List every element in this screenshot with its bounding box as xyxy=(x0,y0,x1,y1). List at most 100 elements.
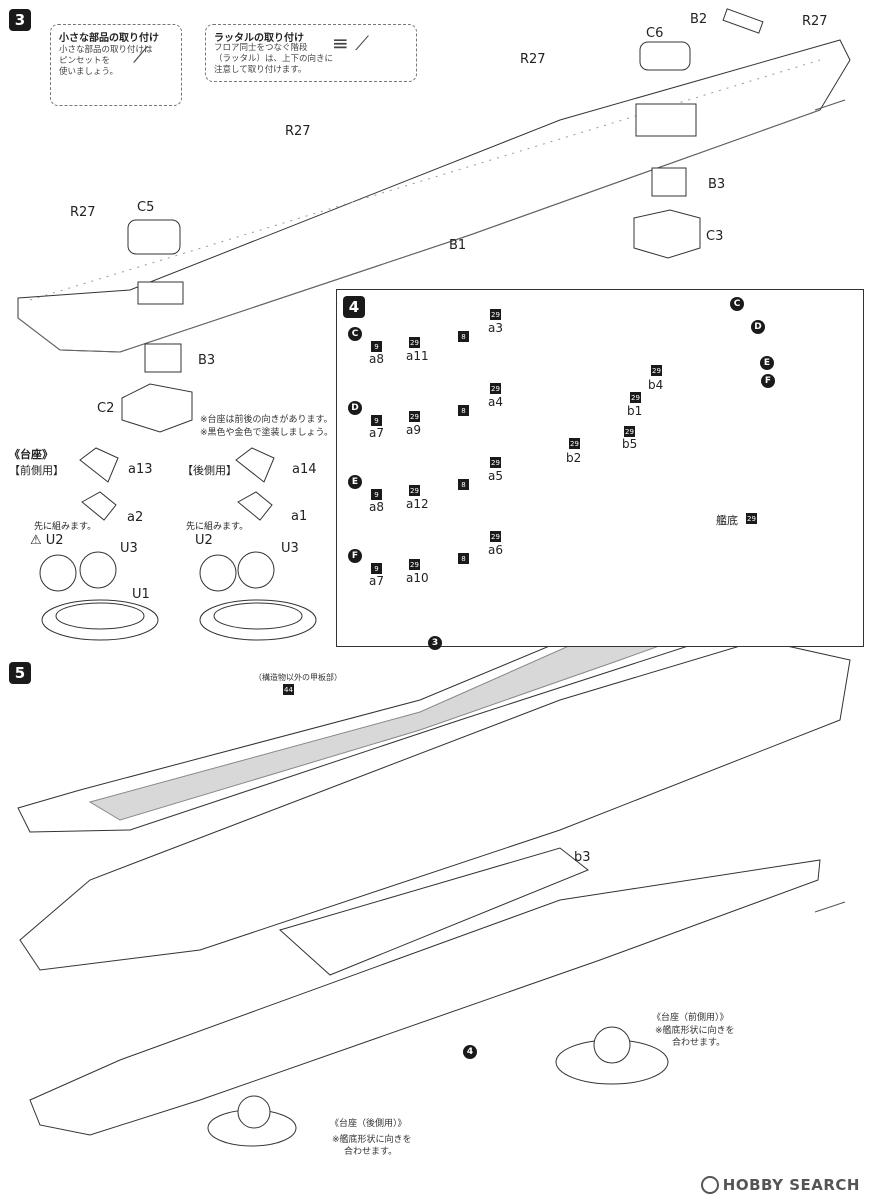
label-b1-step4: b1 xyxy=(627,404,643,418)
label-u1: U1 xyxy=(132,587,150,602)
front-stand-line1: ※艦底形状に向きを xyxy=(655,1026,735,1036)
part-b3-deck xyxy=(278,847,589,976)
label-r27-center: R27 xyxy=(285,124,311,139)
row-letter: E xyxy=(348,475,362,489)
row-chip-4: 29 xyxy=(490,457,501,468)
hull-lower xyxy=(29,859,821,1136)
label-a14: a14 xyxy=(292,462,317,477)
label-u2-rear: U2 xyxy=(195,533,213,548)
stand-note-line2: ※黒色や金色で塗装しましょう。 xyxy=(200,428,334,438)
part-b3-right xyxy=(651,167,687,197)
rear-stand-line2: 合わせます。 xyxy=(344,1147,398,1157)
rear-stand-line1: ※艦底形状に向きを xyxy=(332,1135,412,1145)
label-a1: a1 xyxy=(291,509,308,524)
tip-ladder-box: ラッタルの取り付け フロア同士をつなぐ階段 （ラッタル）は、上下の向きに 注意し… xyxy=(205,24,417,82)
color-chip-b1: 29 xyxy=(630,392,641,403)
stands-heading: 《台座》 xyxy=(9,448,53,461)
tip-small-parts-line1: 小さな部品の取り付けは xyxy=(59,45,153,55)
row-part-3: a3 xyxy=(488,321,503,335)
warning-icon: ⚠ xyxy=(30,533,42,548)
footer-brand: HOBBY SEARCH xyxy=(700,1175,860,1194)
tweezers-icon: ⟋ xyxy=(133,43,149,68)
part-c3 xyxy=(633,209,701,259)
label-r27-top-right: R27 xyxy=(802,14,828,29)
row-chip-3: 8 xyxy=(458,331,469,342)
part-c5 xyxy=(127,219,181,255)
stand-rear-title: 【後側用】 xyxy=(182,464,237,477)
stand-rear-pre-assemble: 先に組みます。 xyxy=(186,522,249,532)
row-part-3: a4 xyxy=(488,395,503,409)
label-u3-front: U3 xyxy=(120,541,138,556)
label-b3-step5: b3 xyxy=(574,850,591,865)
row-chip-1: 9 xyxy=(371,563,382,574)
row-part-2: a10 xyxy=(406,571,429,585)
row-part-1: a8 xyxy=(369,500,384,514)
label-b5: b5 xyxy=(622,437,638,451)
color-chip-hull-bottom: 29 xyxy=(746,513,757,524)
row-chip-2: 29 xyxy=(409,337,420,348)
label-b2: B2 xyxy=(690,12,708,27)
part-b2 xyxy=(722,8,764,34)
row-chip-2: 29 xyxy=(409,485,420,496)
stand-note-line1: ※台座は前後の向きがあります。 xyxy=(200,415,333,425)
row-part-2: a9 xyxy=(406,423,421,437)
row-chip-3: 8 xyxy=(458,553,469,564)
ladder-icon: ≡ ⟋ xyxy=(332,31,370,55)
part-c6 xyxy=(639,41,691,71)
row-letter: C xyxy=(348,327,362,341)
row-part-3: a5 xyxy=(488,469,503,483)
row-letter: D xyxy=(348,401,362,415)
tip-small-parts-title: 小さな部品の取り付け xyxy=(59,33,159,44)
hull-marker-c: C xyxy=(730,297,744,311)
row-chip-2: 29 xyxy=(409,411,420,422)
label-c6: C6 xyxy=(646,26,664,41)
tip-ladder-title: ラッタルの取り付け xyxy=(214,33,304,44)
label-r27-mid: R27 xyxy=(520,52,546,67)
deck-note: （構造物以外の甲板部） xyxy=(254,673,342,682)
row-letter: F xyxy=(348,549,362,563)
row-part-1: a7 xyxy=(369,574,384,588)
footer-brand-text: HOBBY SEARCH xyxy=(722,1175,860,1194)
row-part-2: a12 xyxy=(406,497,429,511)
label-a13: a13 xyxy=(128,462,153,477)
label-b4: b4 xyxy=(648,378,664,392)
step-5-number: 5 xyxy=(9,662,31,684)
tip-ladder-line3: 注意して取り付けます。 xyxy=(214,65,307,75)
label-b2-step4: b2 xyxy=(566,451,582,465)
step-4-number: 4 xyxy=(343,296,365,318)
row-chip-1: 9 xyxy=(371,341,382,352)
tip-small-parts-box: 小さな部品の取り付け 小さな部品の取り付けは ピンセットを 使いましょう。 ⟋ xyxy=(50,24,182,106)
label-c3: C3 xyxy=(706,229,724,244)
row-chip-4: 29 xyxy=(490,309,501,320)
row-chip-4: 29 xyxy=(490,383,501,394)
color-chip-deck: 44 xyxy=(283,684,294,695)
hull-marker-d: D xyxy=(751,320,765,334)
tip-ladder-line2: （ラッタル）は、上下の向きに xyxy=(214,54,334,64)
label-hull-bottom: 艦底 xyxy=(716,514,738,527)
step-4-panel xyxy=(336,289,864,647)
row-chip-2: 29 xyxy=(409,559,420,570)
row-part-1: a8 xyxy=(369,352,384,366)
row-chip-1: 9 xyxy=(371,415,382,426)
label-u2-front: ⚠ U2 xyxy=(30,533,64,548)
label-c2: C2 xyxy=(97,401,115,416)
label-b3-left: B3 xyxy=(198,353,216,368)
label-a2: a2 xyxy=(127,510,144,525)
rear-stand-title: 《台座（後側用）》 xyxy=(330,1119,407,1129)
row-chip-3: 8 xyxy=(458,479,469,490)
row-part-1: a7 xyxy=(369,426,384,440)
front-stand-line2: 合わせます。 xyxy=(672,1038,726,1048)
hobbysearch-logo-icon xyxy=(700,1176,719,1194)
row-chip-3: 8 xyxy=(458,405,469,416)
tip-ladder-line1: フロア同士をつなぐ階段 xyxy=(214,43,308,53)
row-chip-1: 9 xyxy=(371,489,382,500)
color-chip-b4: 29 xyxy=(651,365,662,376)
part-c2 xyxy=(121,383,193,433)
row-chip-4: 29 xyxy=(490,531,501,542)
stand-front-title: 【前側用】 xyxy=(9,464,64,477)
hull-marker-e: E xyxy=(760,356,774,370)
ref-step-4: 4 xyxy=(463,1045,477,1059)
label-b3-right: B3 xyxy=(708,177,726,192)
tip-small-parts-line3: 使いましょう。 xyxy=(59,67,118,77)
label-r27-left: R27 xyxy=(70,205,96,220)
